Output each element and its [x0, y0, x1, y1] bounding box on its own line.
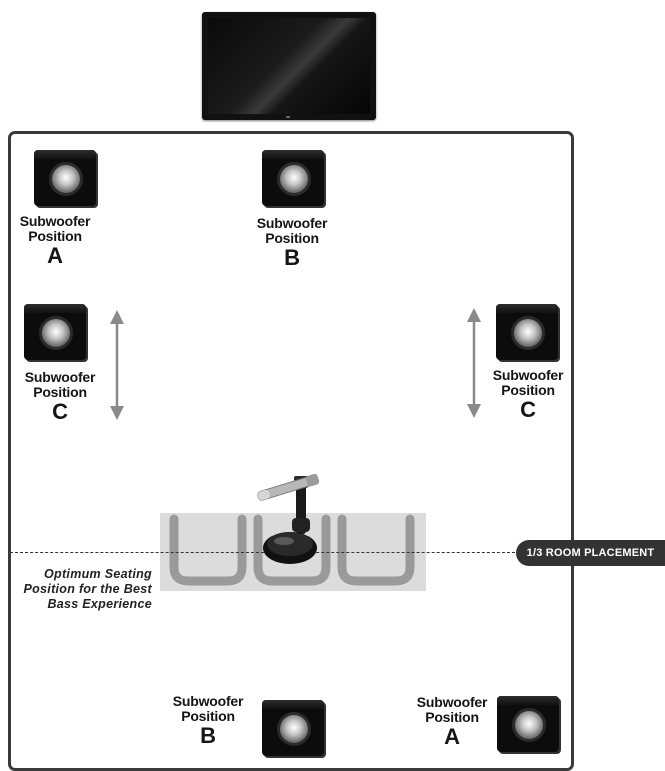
tv-logo: [286, 116, 290, 118]
subwoofer-icon: [262, 700, 324, 756]
subwoofer-label-line2: Position: [181, 708, 235, 724]
speaker-cone: [39, 316, 73, 350]
subwoofer-label-c-left: Subwoofer Position C: [18, 370, 102, 423]
subwoofer-label-line1: Subwoofer: [24, 369, 96, 385]
seating-caption: Optimum Seating Position for the Best Ba…: [23, 567, 152, 611]
subwoofer-position-letter: A: [444, 724, 460, 749]
subwoofer-label-line1: Subwoofer: [416, 694, 488, 710]
subwoofer-position-letter: C: [520, 397, 536, 422]
subwoofer-label-line2: Position: [425, 709, 479, 725]
subwoofer-icon: [262, 150, 324, 206]
subwoofer-icon: [496, 304, 558, 360]
subwoofer-position-letter: B: [284, 245, 300, 270]
subwoofer-label-line1: Subwoofer: [172, 693, 244, 709]
subwoofer-label-line2: Position: [33, 384, 87, 400]
subwoofer-label-a-top: Subwoofer Position A: [15, 214, 95, 267]
subwoofer-icon: [34, 150, 96, 206]
speaker-cone: [511, 316, 545, 350]
tv-icon: [202, 12, 376, 120]
speaker-cone: [512, 708, 546, 742]
double-arrow-icon: [110, 310, 124, 420]
tv-screen: [208, 18, 370, 114]
subwoofer-label-line2: Position: [28, 228, 82, 244]
subwoofer-position-letter: A: [47, 243, 63, 268]
subwoofer-label-a-bottom: Subwoofer Position A: [410, 695, 494, 748]
subwoofer-icon: [497, 696, 559, 752]
speaker-cone: [277, 162, 311, 196]
subwoofer-label-line2: Position: [265, 230, 319, 246]
speaker-cone: [49, 162, 83, 196]
subwoofer-icon: [24, 304, 86, 360]
subwoofer-label-b-bottom: Subwoofer Position B: [168, 694, 248, 747]
subwoofer-position-letter: B: [200, 723, 216, 748]
room-placement-tag: 1/3 ROOM PLACEMENT: [516, 540, 665, 566]
subwoofer-label-line1: Subwoofer: [19, 213, 91, 229]
subwoofer-label-c-right: Subwoofer Position C: [486, 368, 570, 421]
subwoofer-label-b-top: Subwoofer Position B: [252, 216, 332, 269]
subwoofer-label-line2: Position: [501, 382, 555, 398]
subwoofer-position-letter: C: [52, 399, 68, 424]
speaker-cone: [277, 712, 311, 746]
subwoofer-label-line1: Subwoofer: [256, 215, 328, 231]
measurement-microphone-icon: [257, 473, 320, 564]
double-arrow-icon: [467, 308, 481, 418]
subwoofer-label-line1: Subwoofer: [492, 367, 564, 383]
